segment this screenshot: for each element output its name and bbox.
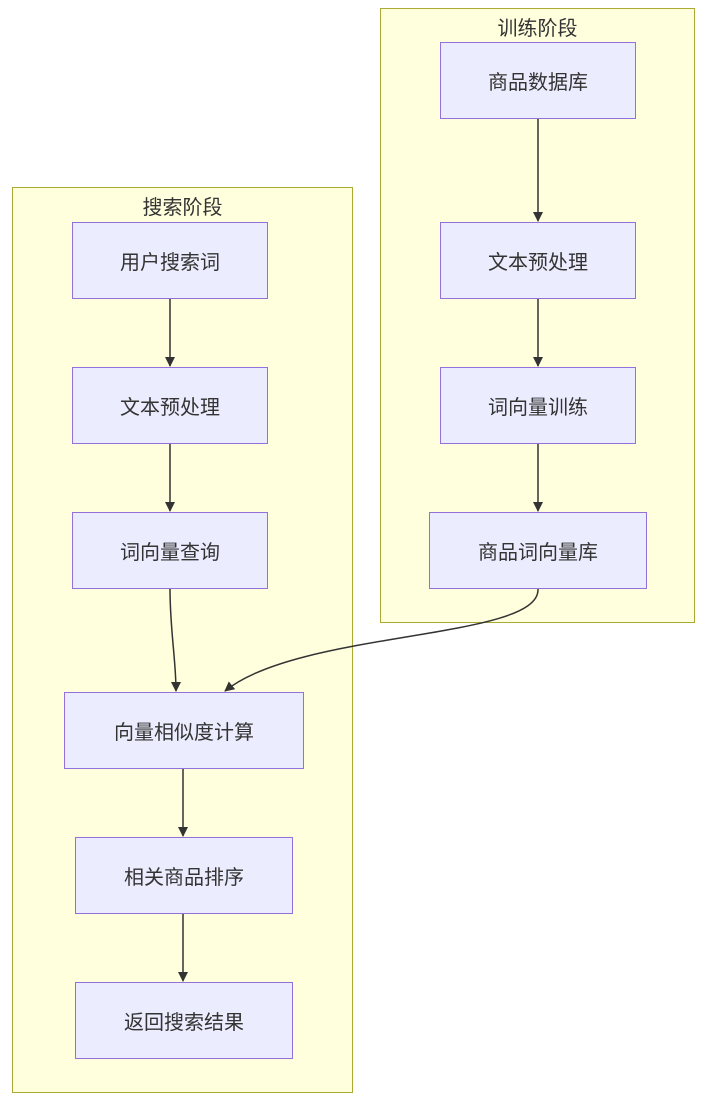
node-similarity: 向量相似度计算 xyxy=(64,692,304,769)
node-train-preprocess: 文本预处理 xyxy=(440,222,636,299)
node-search-preprocess: 文本预处理 xyxy=(72,367,268,444)
node-vector-library: 商品词向量库 xyxy=(429,512,647,589)
search-stage-title: 搜索阶段 xyxy=(142,195,223,219)
node-vector-training: 词向量训练 xyxy=(440,367,636,444)
node-ranking: 相关商品排序 xyxy=(75,837,293,914)
node-results: 返回搜索结果 xyxy=(75,982,293,1059)
node-user-query: 用户搜索词 xyxy=(72,222,268,299)
search-stage-group: 搜索阶段 xyxy=(12,187,353,1093)
node-product-db: 商品数据库 xyxy=(440,42,636,119)
training-stage-title: 训练阶段 xyxy=(497,16,578,40)
node-vector-lookup: 词向量查询 xyxy=(72,512,268,589)
